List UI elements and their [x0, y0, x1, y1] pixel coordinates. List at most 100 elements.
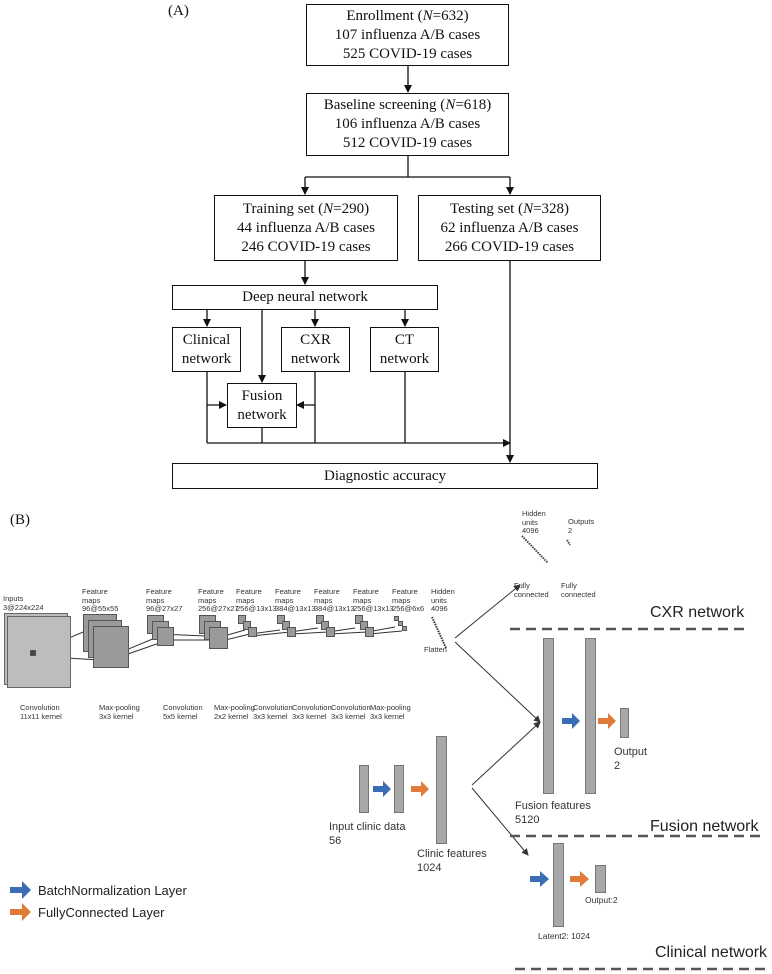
- cnn-top-l1: Feature: [353, 587, 379, 596]
- cnn-top-l2: maps: [275, 595, 294, 605]
- clinic-features-bar: [436, 736, 447, 844]
- fusion-bar-1: [543, 638, 554, 794]
- fm8-back: [394, 616, 399, 621]
- cxr-network-heading: CXR network: [650, 604, 745, 621]
- fm6-mid: [321, 621, 329, 630]
- cnn-top-l3: 256@13x13: [353, 604, 394, 613]
- fm5-mid: [282, 621, 290, 630]
- cnn-top-l1: Feature: [82, 587, 108, 596]
- op-l1: Max-pooling: [370, 703, 411, 712]
- latent2-label: Latent2: 1024: [538, 931, 590, 941]
- fm5-back: [277, 615, 285, 624]
- fusion-features-label: Fusion features 5120: [515, 799, 591, 827]
- fusion-l1: Fusion: [241, 387, 283, 404]
- fm7-back: [355, 615, 363, 624]
- cnn-top-l3: 384@13x13: [314, 604, 355, 613]
- clinic-features-l2: 1024: [417, 862, 442, 874]
- cnn-top-l3: 256@6x6: [392, 604, 425, 613]
- cnn-top-l1: Hidden: [431, 587, 455, 596]
- top-hidden-l2: units: [522, 517, 538, 527]
- training-box: Training set (N=290) 44 influenza A/B ca…: [214, 195, 398, 261]
- training-covid: 246 COVID-19 cases: [241, 238, 371, 255]
- fm8-mid: [398, 621, 403, 626]
- cnn-top-l2: maps: [392, 595, 411, 605]
- cnn-top-l2: maps: [146, 595, 165, 605]
- input-kernel: [30, 650, 36, 656]
- cnn-top-l2: 3@224x224: [3, 602, 44, 612]
- clinical-l2: network: [181, 350, 232, 367]
- cnn-top-l3: 96@55x55: [82, 604, 119, 613]
- fm6-back: [316, 615, 324, 624]
- fusion-features-l1: Fusion features: [515, 800, 591, 812]
- cnn-top-l1: Inputs: [3, 594, 24, 603]
- fusion-l2: network: [237, 406, 287, 423]
- cxr-box: CXR network: [281, 327, 350, 372]
- fusion-output-bar: [620, 708, 629, 738]
- enrollment-covid: 525 COVID-19 cases: [342, 45, 473, 62]
- ct-box: CT network: [370, 327, 439, 372]
- op-l2: 3x3 kernel: [253, 711, 288, 721]
- cnn-top-l1: Feature: [146, 587, 172, 596]
- op-l2: 2x2 kernel: [214, 711, 249, 721]
- fusion-output-l1: Output: [614, 746, 648, 758]
- cnn-top-l2: maps: [198, 595, 217, 605]
- enrollment-title: Enrollment (N=632): [346, 7, 468, 26]
- ct-l2: network: [379, 350, 430, 367]
- baseline-count: =618): [455, 97, 492, 113]
- top-hidden-l3: 4096: [522, 526, 539, 535]
- cnn-top-l1: Feature: [236, 587, 262, 596]
- diagnostic-box: Diagnostic accuracy: [172, 463, 598, 489]
- fusion-box: Fusion network: [227, 383, 297, 428]
- clinic-input-bar-2: [394, 765, 404, 813]
- cnn-top-l1: Feature: [198, 587, 224, 596]
- op-l2: 3x3 kernel: [292, 711, 327, 721]
- testing-count: =328): [533, 200, 570, 217]
- fm4-mid: [243, 621, 251, 630]
- enrollment-influenza: 107 influenza A/B cases: [334, 26, 481, 43]
- op-l2: 5x5 kernel: [163, 711, 198, 721]
- baseline-title: Baseline screening (N=618): [324, 96, 492, 115]
- cnn-top-l2: maps: [314, 595, 333, 605]
- latent2-bar: [553, 843, 564, 927]
- cnn-top-l3: 256@27x27: [198, 604, 239, 613]
- cnn-top-l1: Feature: [314, 587, 340, 596]
- cnn-top-l3: 256@13x13: [236, 604, 277, 613]
- cnn-top-l2: maps: [82, 595, 101, 605]
- training-title: Training set (N=290): [243, 200, 369, 219]
- clinical-box: Clinical network: [172, 327, 241, 372]
- baseline-title-text: Baseline screening (: [323, 97, 446, 113]
- testing-n: N: [523, 200, 534, 217]
- cnn-top-l3: 4096: [431, 604, 448, 613]
- training-n: N: [323, 200, 334, 217]
- legend-batchnorm: BatchNormalization Layer: [38, 883, 187, 898]
- fm5-front: [287, 627, 296, 637]
- panel-b-label: (B): [10, 512, 30, 528]
- fc2-l2: connected: [561, 589, 596, 599]
- clinical-output-label: Output:2: [585, 895, 618, 905]
- cnn-top-l1: Feature: [275, 587, 301, 596]
- op-l1: Convolution: [331, 703, 371, 712]
- fusion-features-l2: 5120: [515, 814, 540, 826]
- fusion-bar-2: [585, 638, 596, 794]
- cnn-top-l3: 384@13x13: [275, 604, 316, 613]
- baseline-box: Baseline screening (N=618) 106 influenza…: [306, 93, 509, 156]
- dnn-label: Deep neural network: [242, 289, 368, 305]
- legend-fullyconnected: FullyConnected Layer: [38, 905, 165, 920]
- op-l2: 11x11 kernel: [20, 711, 62, 721]
- cnn-top-l1: Feature: [392, 587, 418, 596]
